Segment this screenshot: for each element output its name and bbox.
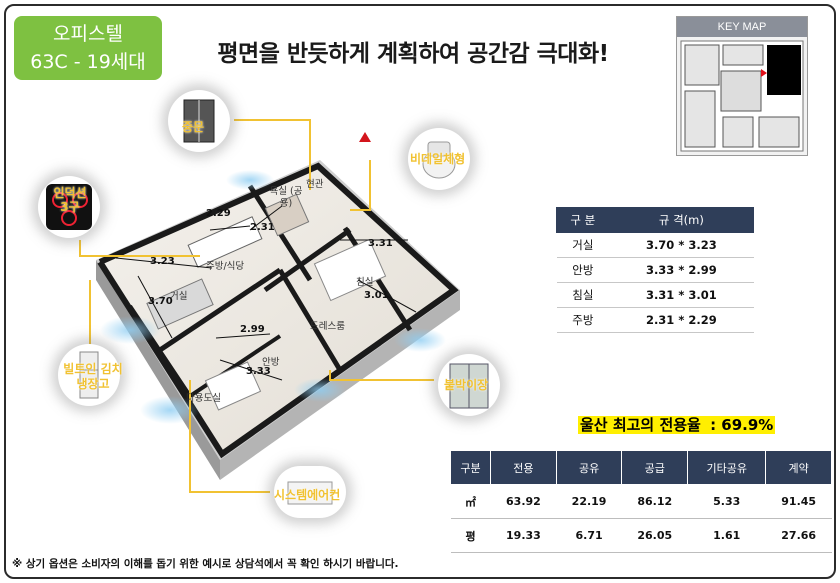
area-cell: 19.33 (490, 518, 557, 553)
unit-type-name: 오피스텔 (53, 23, 123, 45)
area-cell: 63.92 (490, 484, 557, 519)
dim-kitchen-width: 2.29 (206, 208, 231, 219)
bidet-icon (422, 141, 456, 179)
dim-master-width: 2.99 (240, 324, 265, 335)
area-cell: 27.66 (765, 518, 832, 553)
spec-room: 안방 (556, 257, 610, 283)
efficiency-ratio-label: 울산 최고의 전용율 (578, 416, 703, 434)
spec-size: 2.31 * 2.29 (609, 307, 754, 333)
dim-living-depth: 3.70 (148, 296, 173, 307)
headline: 평면을 반듯하게 계획하여 공간감 극대화! (217, 41, 609, 67)
wardrobe-icon (449, 363, 489, 409)
spec-header-size: 규 격(m) (608, 207, 755, 233)
spec-room: 거실 (556, 232, 610, 258)
key-map-diagram (680, 40, 804, 152)
room-label-master: 안방 (262, 357, 280, 368)
room-label-bedroom: 침실 (356, 277, 374, 288)
efficiency-ratio: 울산 최고의 전용율 : 69.9% (578, 414, 776, 435)
cabinet-icon (183, 99, 215, 143)
area-cell: 6.71 (556, 518, 622, 553)
room-spec-table: 구 분 규 격(m) 거실 3.70 * 3.23 안방 3.33 * 2.99… (556, 207, 755, 333)
bidet-label: 비데일체형 (410, 152, 466, 166)
area-cell: 91.45 (765, 484, 832, 519)
aircon-callout (274, 466, 346, 518)
cooktop-label: 인덕션 3구 (53, 186, 87, 214)
dim-bedroom-width: 3.31 (368, 238, 393, 249)
floor-plan-illustration (79, 119, 460, 493)
unit-type-count: 63C - 19세대 (30, 51, 146, 73)
key-map-title: KEY MAP (677, 17, 807, 37)
unit-type-badge: 오피스텔 63C - 19세대 (14, 16, 162, 80)
room-label-kitchen: 주방/식당 (206, 261, 245, 272)
area-cell: 86.12 (621, 484, 688, 519)
spec-size: 3.31 * 3.01 (609, 282, 754, 308)
aircon-icon (287, 481, 333, 505)
area-header: 계약 (765, 450, 832, 485)
room-label-entrance: 현관 (306, 179, 324, 190)
dim-bedroom-depth: 3.01 (364, 290, 389, 301)
room-label-living: 거실 (170, 291, 188, 302)
efficiency-ratio-value: : 69.9% (702, 416, 776, 434)
spec-room: 침실 (556, 282, 610, 308)
spec-header-division: 구 분 (556, 207, 610, 233)
table-row: 주방 2.31 * 2.29 (556, 307, 754, 333)
cooktop-callout (38, 176, 100, 238)
area-header: 전용 (490, 450, 557, 485)
spec-size: 3.33 * 2.99 (609, 257, 754, 283)
table-row: 거실 3.70 * 3.23 (556, 232, 754, 258)
spec-size: 3.70 * 3.23 (609, 232, 754, 258)
fridge-callout (58, 344, 120, 406)
storage-callout (168, 90, 230, 152)
disclaimer-note: ※ 상기 옵션은 소비자의 이해를 돕기 위한 예시로 상담석에서 꼭 확인 하… (12, 558, 399, 570)
room-label-dress: 드레스룸 (310, 321, 345, 332)
area-header: 공급 (621, 450, 689, 485)
spec-room: 주방 (556, 307, 610, 333)
wardrobe-callout (438, 354, 500, 416)
area-table: 구분 전용 공유 공급 기타공유 계약 ㎡ 63.92 22.19 86.12 … (449, 450, 832, 553)
aircon-label: 시스템에어컨 (274, 488, 341, 502)
fridge-label: 빌트인 김치냉장고 (63, 362, 123, 391)
bidet-callout (408, 128, 470, 190)
table-row: ㎡ 63.92 22.19 86.12 5.33 91.45 (450, 484, 832, 519)
area-cell: 22.19 (556, 484, 622, 519)
area-cell: 26.05 (621, 518, 688, 553)
area-header: 구분 (449, 450, 492, 485)
area-header-row: 구분 전용 공유 공급 기타공유 계약 (449, 450, 832, 485)
room-label-multi: 다용도실 (186, 393, 221, 404)
area-header: 기타공유 (687, 450, 767, 485)
table-row: 안방 3.33 * 2.99 (556, 257, 754, 283)
dim-master-depth: 3.33 (246, 366, 271, 377)
area-header: 공유 (555, 450, 623, 485)
key-map: KEY MAP (676, 16, 808, 156)
dim-kitchen-depth: 2.31 (250, 222, 275, 233)
induction-icon (46, 184, 92, 230)
table-row: 평 19.33 6.71 26.05 1.61 27.66 (450, 518, 832, 553)
dim-living-width: 3.23 (150, 256, 175, 267)
storage-label: 중문 (182, 120, 205, 134)
fridge-icon (79, 351, 99, 399)
wardrobe-label: 붙박이장 (444, 378, 489, 392)
spec-header-row: 구 분 규 격(m) (556, 207, 755, 233)
area-unit: ㎡ (450, 484, 491, 519)
area-unit: 평 (450, 518, 491, 553)
room-label-bath: 욕실 (공용) (269, 186, 303, 209)
table-row: 침실 3.31 * 3.01 (556, 282, 754, 308)
area-cell: 1.61 (687, 518, 766, 553)
area-cell: 5.33 (687, 484, 766, 519)
